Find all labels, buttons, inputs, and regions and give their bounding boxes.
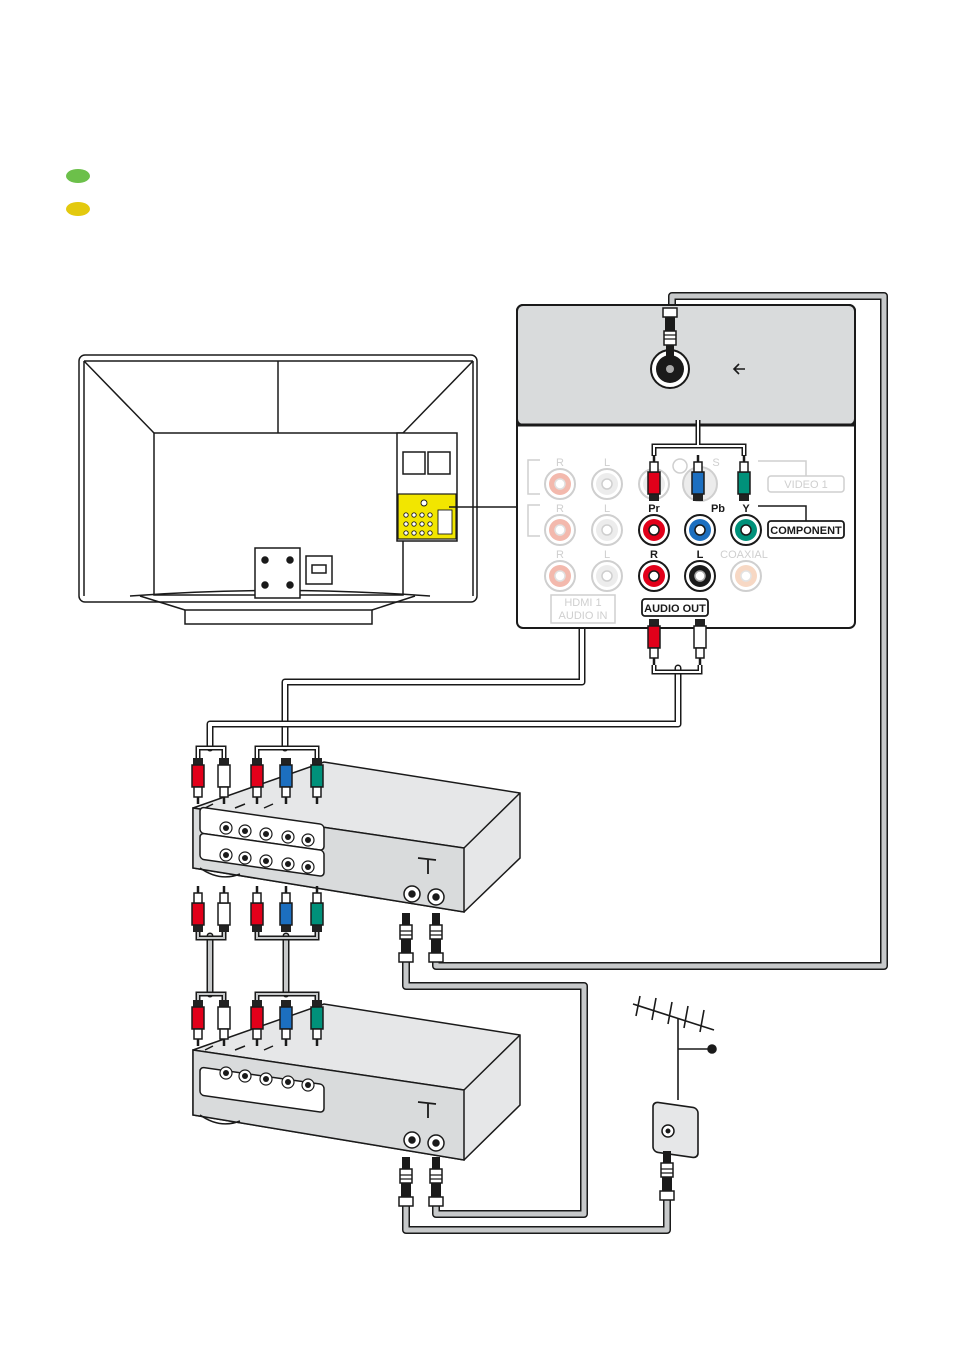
- audio-out-tag: AUDIO OUT: [642, 599, 708, 616]
- label-audio-out: AUDIO OUT: [644, 603, 706, 615]
- label-r-3: R: [556, 549, 564, 561]
- label-y: Y: [742, 503, 750, 515]
- label-audio-l: L: [697, 549, 704, 561]
- label-component: COMPONENT: [770, 525, 842, 537]
- tv-component-y-plug: [738, 455, 750, 501]
- label-l-2: L: [604, 503, 610, 515]
- tv-rear-view: [79, 355, 477, 624]
- tv-audio-l-plug: [694, 619, 706, 665]
- label-coaxial: COAXIAL: [720, 549, 768, 561]
- label-video1: VIDEO 1: [784, 479, 827, 491]
- label-pb: Pb: [711, 503, 725, 515]
- label-audio-r: R: [650, 549, 658, 561]
- label-r-1: R: [556, 457, 564, 469]
- tv-component-pb-plug: [692, 455, 704, 501]
- tv-audio-r-plug: [648, 619, 660, 665]
- label-hdmi-line1: HDMI 1: [564, 597, 601, 609]
- label-pr: Pr: [648, 503, 660, 515]
- receiver-rf-out-plug: [399, 1157, 413, 1206]
- coaxial-jack: [731, 561, 761, 591]
- label-l-1: L: [604, 457, 610, 469]
- component-pb-jack: [685, 515, 715, 545]
- audio-out-r-jack: [639, 561, 669, 591]
- receiver-rf-in-plug: [429, 1157, 443, 1206]
- label-hdmi-line2: AUDIO IN: [559, 610, 608, 622]
- wall-socket: [653, 1102, 698, 1158]
- antenna-icon: [633, 996, 716, 1100]
- label-l-3: L: [604, 549, 610, 561]
- recorder-output-plugs: [192, 886, 323, 938]
- label-s: S: [712, 457, 719, 469]
- component-y-jack: [731, 515, 761, 545]
- component-pr-jack: [639, 515, 669, 545]
- audio-out-l-jack: [685, 561, 715, 591]
- receiver-device: [193, 1004, 520, 1160]
- wall-socket-plug: [660, 1151, 674, 1200]
- recorder-rf-out-plug: [399, 913, 413, 962]
- label-r-2: R: [556, 503, 564, 515]
- tv-component-pr-plug: [648, 455, 660, 501]
- recorder-device: [193, 762, 520, 912]
- recorder-rf-in-plug: [429, 913, 443, 962]
